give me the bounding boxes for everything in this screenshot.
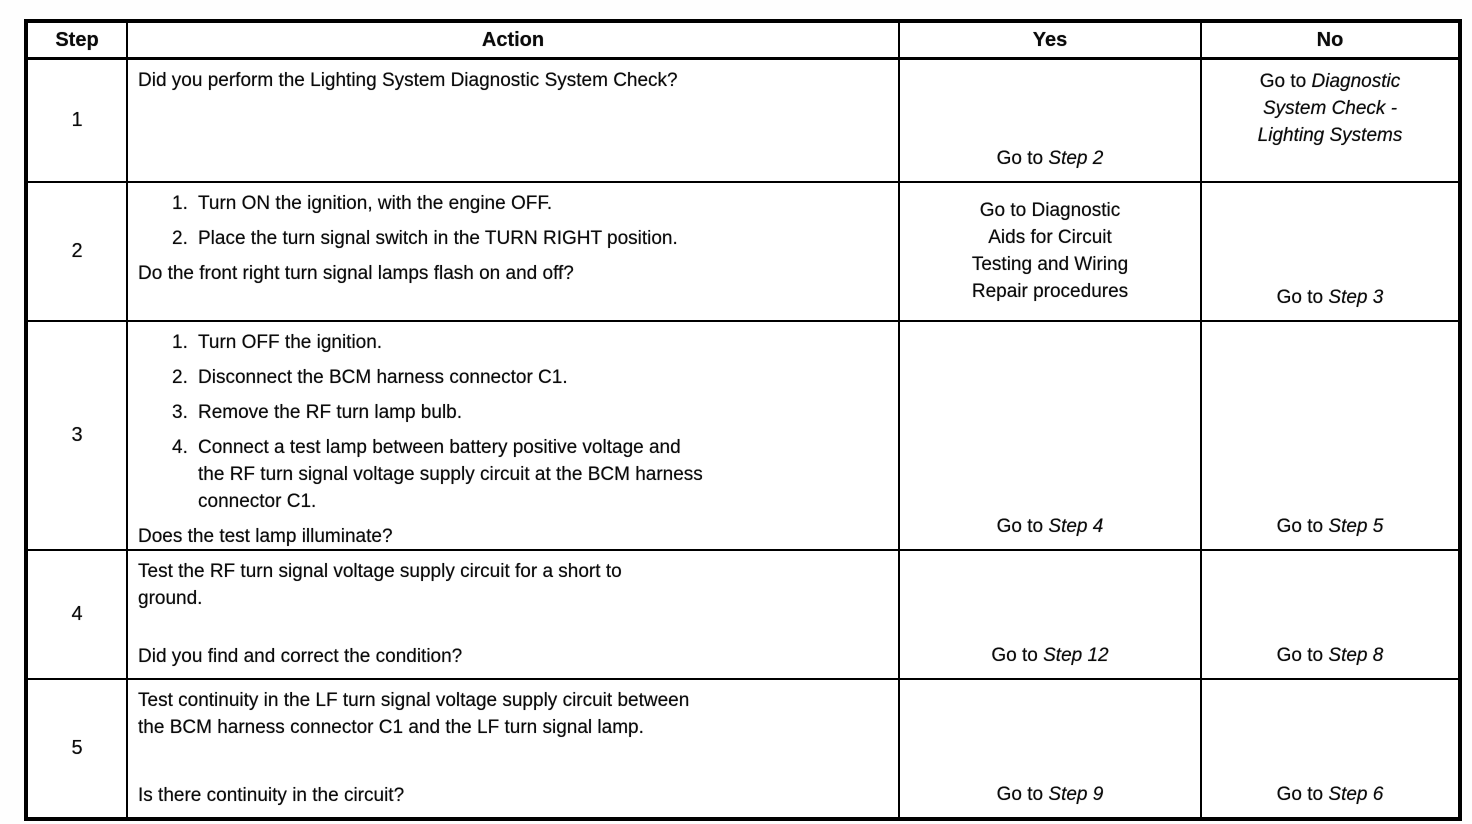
yes-cell: Go to Step 9 <box>898 678 1200 817</box>
action-cell: 1. Turn OFF the ignition. 2. Disconnect th… <box>126 320 898 549</box>
goto-prefix: Go to <box>1259 71 1312 92</box>
action-list-item: 1. Turn OFF the ignition. <box>138 329 886 356</box>
goto-prefix: Go to <box>996 784 1049 805</box>
goto-prefix: Go to <box>1276 645 1329 666</box>
goto-target: Step 5 <box>1328 516 1384 537</box>
step-number: 4 <box>28 549 126 678</box>
goto-prefix: Go to <box>1276 784 1329 805</box>
goto-reference: Go to Step 4 <box>997 513 1104 540</box>
list-item-number: 1. <box>172 332 188 353</box>
list-item-text: Turn OFF the ignition. <box>198 332 383 353</box>
goto-prefix: Go to <box>991 645 1044 666</box>
goto-target: Step 8 <box>1328 645 1384 666</box>
column-header-step: Step <box>28 23 126 57</box>
no-cell: Go to Step 5 <box>1200 320 1458 549</box>
step-number: 2 <box>28 181 126 320</box>
yes-cell: Go to Step 12 <box>898 549 1200 678</box>
no-cell: Go to Step 3 <box>1200 181 1458 320</box>
column-header-action: Action <box>126 23 898 57</box>
no-cell: Go to Step 6 <box>1200 678 1458 817</box>
goto-target: Step 12 <box>1043 645 1109 666</box>
list-item-text: Remove the RF turn lamp bulb. <box>198 402 463 423</box>
goto-reference: Go to Step 2 <box>997 145 1104 172</box>
list-item-text: Connect a test lamp between battery posi… <box>198 437 703 512</box>
yes-cell: Go to Step 2 <box>898 57 1200 181</box>
action-question: Did you find and correct the condition? <box>138 646 463 667</box>
spacer <box>138 612 886 643</box>
goto-reference: Go to Step 5 <box>1277 513 1384 540</box>
action-text: Test the RF turn signal voltage supply c… <box>138 561 622 609</box>
column-header-yes: Yes <box>898 23 1200 57</box>
diagnostic-table: Step Action Yes No 1 Did you perform the… <box>24 19 1462 821</box>
action-question: Is there continuity in the circuit? <box>138 785 405 806</box>
action-list-item: 1. Turn ON the ignition, with the engine … <box>138 190 886 217</box>
goto-prefix: Go to <box>996 516 1049 537</box>
list-item-number: 4. <box>172 437 188 458</box>
list-item-number: 2. <box>172 367 188 388</box>
goto-reference: Go to Step 3 <box>1277 284 1384 311</box>
action-cell: Test the RF turn signal voltage supply c… <box>126 549 898 678</box>
list-item-text: Place the turn signal switch in the TURN… <box>198 228 678 249</box>
goto-prefix: Go to <box>1276 516 1329 537</box>
no-cell: Go to Step 8 <box>1200 549 1458 678</box>
list-item-number: 3. <box>172 402 188 423</box>
spacer <box>138 741 886 782</box>
no-cell: Go to Diagnostic System Check - Lighting… <box>1200 57 1458 181</box>
list-item-number: 1. <box>172 193 188 214</box>
goto-target: Step 6 <box>1328 784 1384 805</box>
goto-reference: Go to Step 9 <box>997 781 1104 808</box>
yes-cell: Go to Diagnostic Aids for Circuit Testin… <box>898 181 1200 320</box>
action-question: Does the test lamp illuminate? <box>138 526 393 547</box>
goto-reference: Go to Step 6 <box>1277 781 1384 808</box>
goto-target: Step 9 <box>1048 784 1104 805</box>
action-cell: 1. Turn ON the ignition, with the engine … <box>126 181 898 320</box>
action-list-item: 4. Connect a test lamp between battery po… <box>138 434 886 515</box>
goto-reference: Go to Diagnostic System Check - Lighting… <box>1258 68 1403 149</box>
list-item-number: 2. <box>172 228 188 249</box>
action-text: Test continuity in the LF turn signal vo… <box>138 690 690 738</box>
step-number: 5 <box>28 678 126 817</box>
action-cell: Did you perform the Lighting System Diag… <box>126 57 898 181</box>
goto-target: Step 2 <box>1048 148 1104 169</box>
goto-reference: Go to Step 8 <box>1277 642 1384 669</box>
goto-target: Step 3 <box>1328 287 1384 308</box>
action-cell: Test continuity in the LF turn signal vo… <box>126 678 898 817</box>
yes-cell: Go to Step 4 <box>898 320 1200 549</box>
action-list-item: 2. Disconnect the BCM harness connector C… <box>138 364 886 391</box>
goto-reference: Go to Step 12 <box>991 642 1108 669</box>
step-number: 3 <box>28 320 126 549</box>
list-item-text: Disconnect the BCM harness connector C1. <box>198 367 568 388</box>
goto-prefix: Go to <box>996 148 1049 169</box>
goto-prefix: Go to <box>1276 287 1329 308</box>
goto-target: Diagnostic System Check - Lighting Syste… <box>1257 71 1403 146</box>
action-question: Did you perform the Lighting System Diag… <box>138 70 678 91</box>
goto-reference: Go to Diagnostic Aids for Circuit Testin… <box>971 200 1129 302</box>
action-list-item: 3. Remove the RF turn lamp bulb. <box>138 399 886 426</box>
step-number: 1 <box>28 57 126 181</box>
goto-target: Step 4 <box>1048 516 1104 537</box>
list-item-text: Turn ON the ignition, with the engine OF… <box>198 193 553 214</box>
action-list-item: 2. Place the turn signal switch in the TU… <box>138 225 886 252</box>
action-question: Do the front right turn signal lamps fla… <box>138 263 574 284</box>
column-header-no: No <box>1200 23 1458 57</box>
